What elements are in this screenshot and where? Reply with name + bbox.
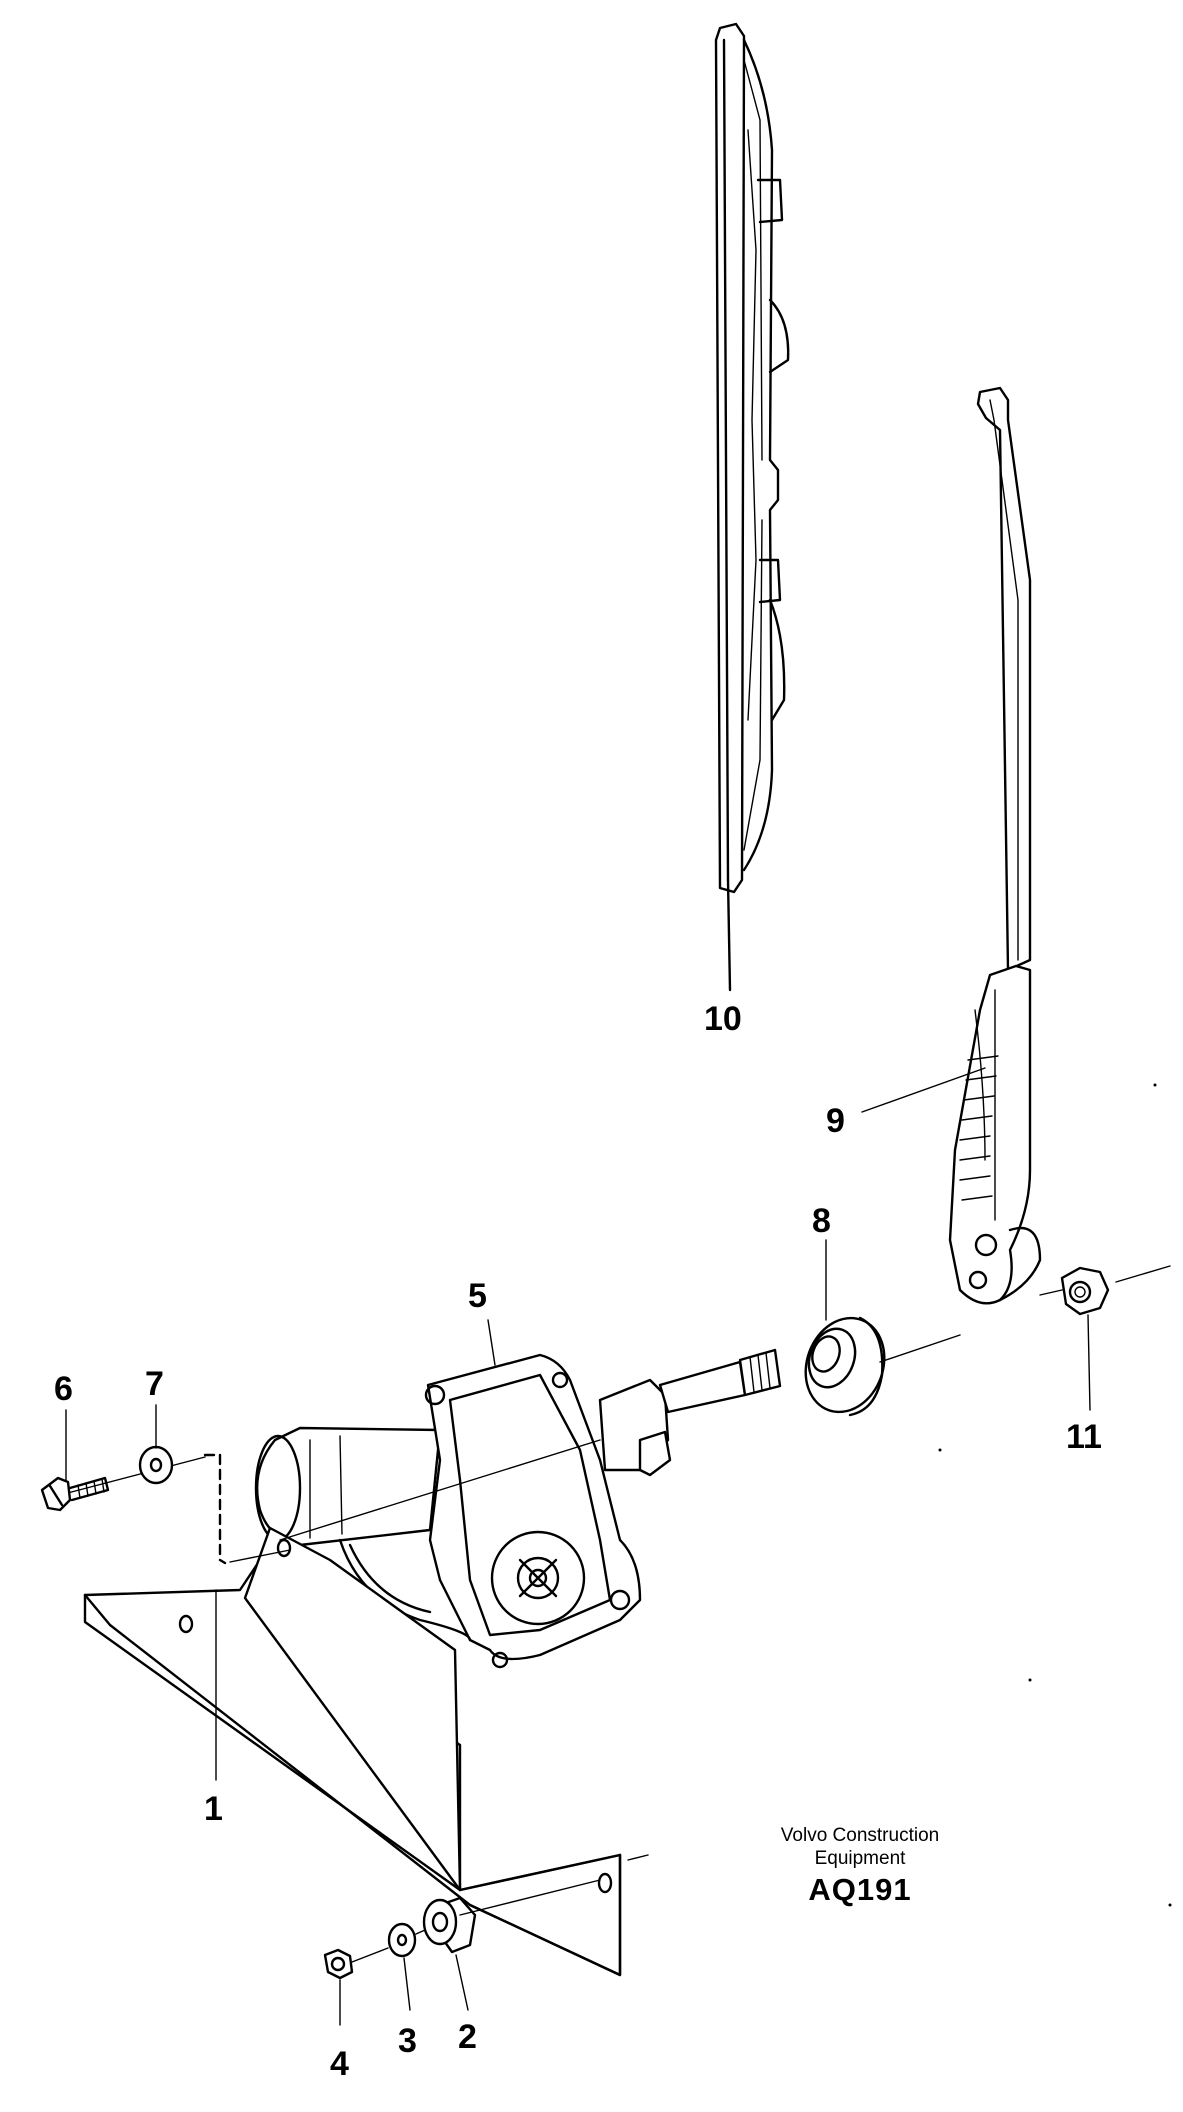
label-part-5: 5 (468, 1277, 487, 1315)
washer-part-7 (138, 1445, 174, 1485)
screw-part-6 (40, 1476, 110, 1512)
label-part-3: 3 (398, 2022, 417, 2060)
caption-line-2: Equipment (814, 1848, 906, 1869)
washer-part-3 (387, 1922, 417, 1958)
nut-part-4 (323, 1948, 354, 1980)
part-number-labels: 1 2 3 4 5 6 7 8 9 10 11 (54, 1000, 1102, 2083)
caption-code: AQ191 (808, 1872, 912, 1907)
spacer-part-2 (422, 1896, 477, 1954)
label-part-11: 11 (1066, 1418, 1102, 1456)
caption-line-1: Volvo Construction (780, 1825, 940, 1846)
label-part-6: 6 (54, 1370, 73, 1408)
nut-part-11 (1060, 1266, 1110, 1316)
label-part-2: 2 (458, 2018, 477, 2056)
label-part-1: 1 (204, 1790, 223, 1828)
wiper-motor-part-5 (254, 1348, 782, 1669)
label-part-7: 7 (145, 1365, 164, 1403)
label-part-8: 8 (812, 1202, 831, 1240)
wiper-arm-part-9 (948, 386, 1042, 1305)
wiper-blade-part-10 (714, 22, 790, 992)
label-part-4: 4 (330, 2045, 349, 2083)
leader-lines (65, 1067, 1091, 2026)
grommet-part-8 (804, 1316, 886, 1417)
label-part-10: 10 (704, 1000, 742, 1038)
bracket-part-1 (83, 1526, 622, 1977)
label-part-9: 9 (826, 1102, 845, 1140)
